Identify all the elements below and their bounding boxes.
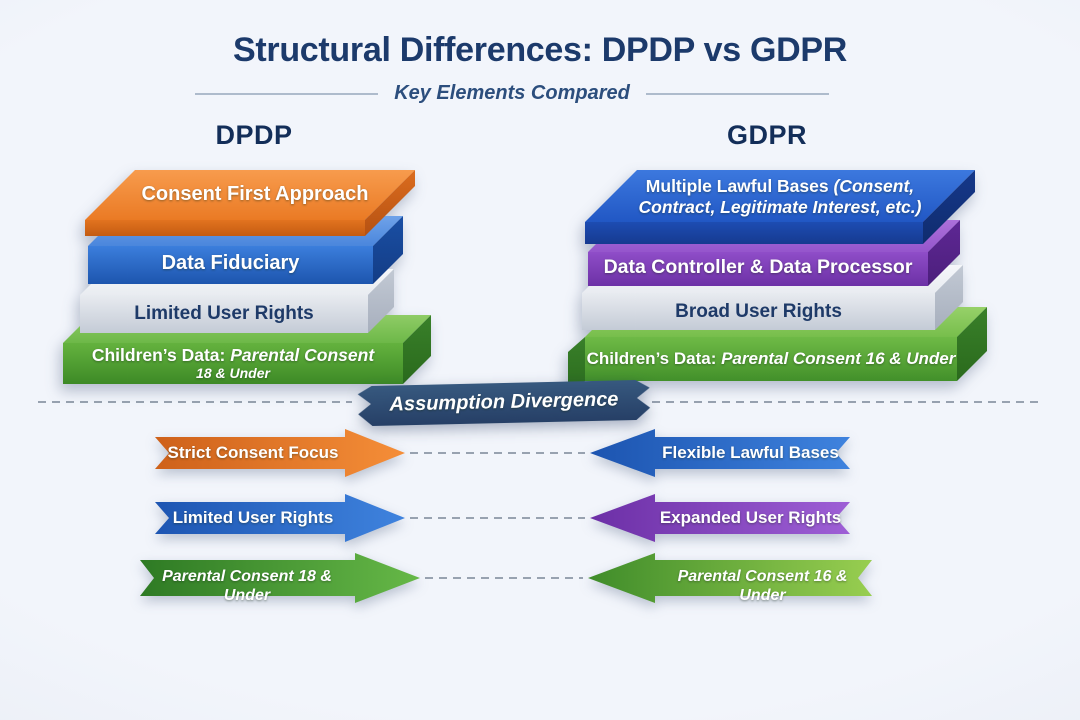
gdpr-arrow1-blue (590, 429, 850, 477)
dpdp-arrow3-label: Parental Consent 18 & Under (162, 568, 332, 604)
arrow-connector-dashes (410, 452, 585, 579)
gdpr-layer2-label: Data Controller & Data Processor (603, 256, 913, 278)
dpdp-layer1-label: Consent First Approach (141, 183, 369, 205)
gdpr-layer4-label-italic: Parental Consent 16 & Under (721, 349, 956, 368)
dpdp-layer2-label: Data Fiduciary (161, 252, 300, 274)
page-subtitle: Key Elements Compared (394, 82, 630, 104)
gdpr-layer3-label: Broad User Rights (675, 301, 842, 322)
dpdp-arrow2-blue (155, 494, 405, 542)
gdpr-arrow3-green (588, 553, 872, 603)
gdpr-layer1-label-line1: Multiple Lawful Bases (Consent, (615, 176, 945, 196)
dpdp-stack-shapes (63, 170, 431, 384)
dpdp-layer4-label: Children’s Data: Parental Consent (63, 345, 403, 365)
dpdp-layer1-orange-slab (85, 170, 415, 236)
dpdp-arrow1-label: Strict Consent Focus (167, 443, 339, 462)
gdpr-layer1-blue-slab (585, 170, 975, 244)
dpdp-layer4-label-prefix: Children’s Data: (91, 345, 231, 365)
gdpr-layer1-line1-prefix: Multiple Lawful Bases (645, 176, 834, 196)
dpdp-arrow3-green (140, 553, 420, 603)
gdpr-arrow1-label: Flexible Lawful Bases (662, 443, 839, 462)
gdpr-column-heading: GDPR (726, 120, 807, 150)
subtitle-left-rule (195, 92, 379, 95)
divergence-banner-shape (357, 380, 651, 426)
gdpr-layer1-label-line2: Contract, Legitimate Interest, etc.) (638, 197, 922, 217)
gdpr-arrow3-label: Parental Consent 16 & Under (677, 568, 848, 604)
gdpr-layer4-label: Children’s Data: Parental Consent 16 & U… (580, 349, 962, 369)
dpdp-layer4-label-italic: Parental Consent (230, 345, 375, 365)
gdpr-stack-shapes (568, 170, 987, 396)
arrow-shapes (140, 429, 872, 603)
subtitle-row: Key Elements Compared (195, 82, 830, 105)
subtitle-right-rule (645, 92, 830, 95)
page-title: Structural Differences: DPDP vs GDPR (233, 31, 847, 69)
gdpr-layer1-line1-italic: (Consent, (833, 176, 915, 196)
gdpr-arrow2-purple (590, 494, 850, 542)
dpdp-arrow2-label: Limited User Rights (172, 508, 334, 527)
gdpr-layer4-label-prefix: Children’s Data: (586, 349, 722, 368)
dpdp-layer4-label-line2: 18 & Under (196, 365, 270, 381)
dpdp-arrow1-orange (155, 429, 405, 477)
dpdp-layer3-label: Limited User Rights (134, 303, 314, 324)
dpdp-column-heading: DPDP (215, 120, 293, 150)
gdpr-arrow2-label: Expanded User Rights (659, 508, 842, 527)
